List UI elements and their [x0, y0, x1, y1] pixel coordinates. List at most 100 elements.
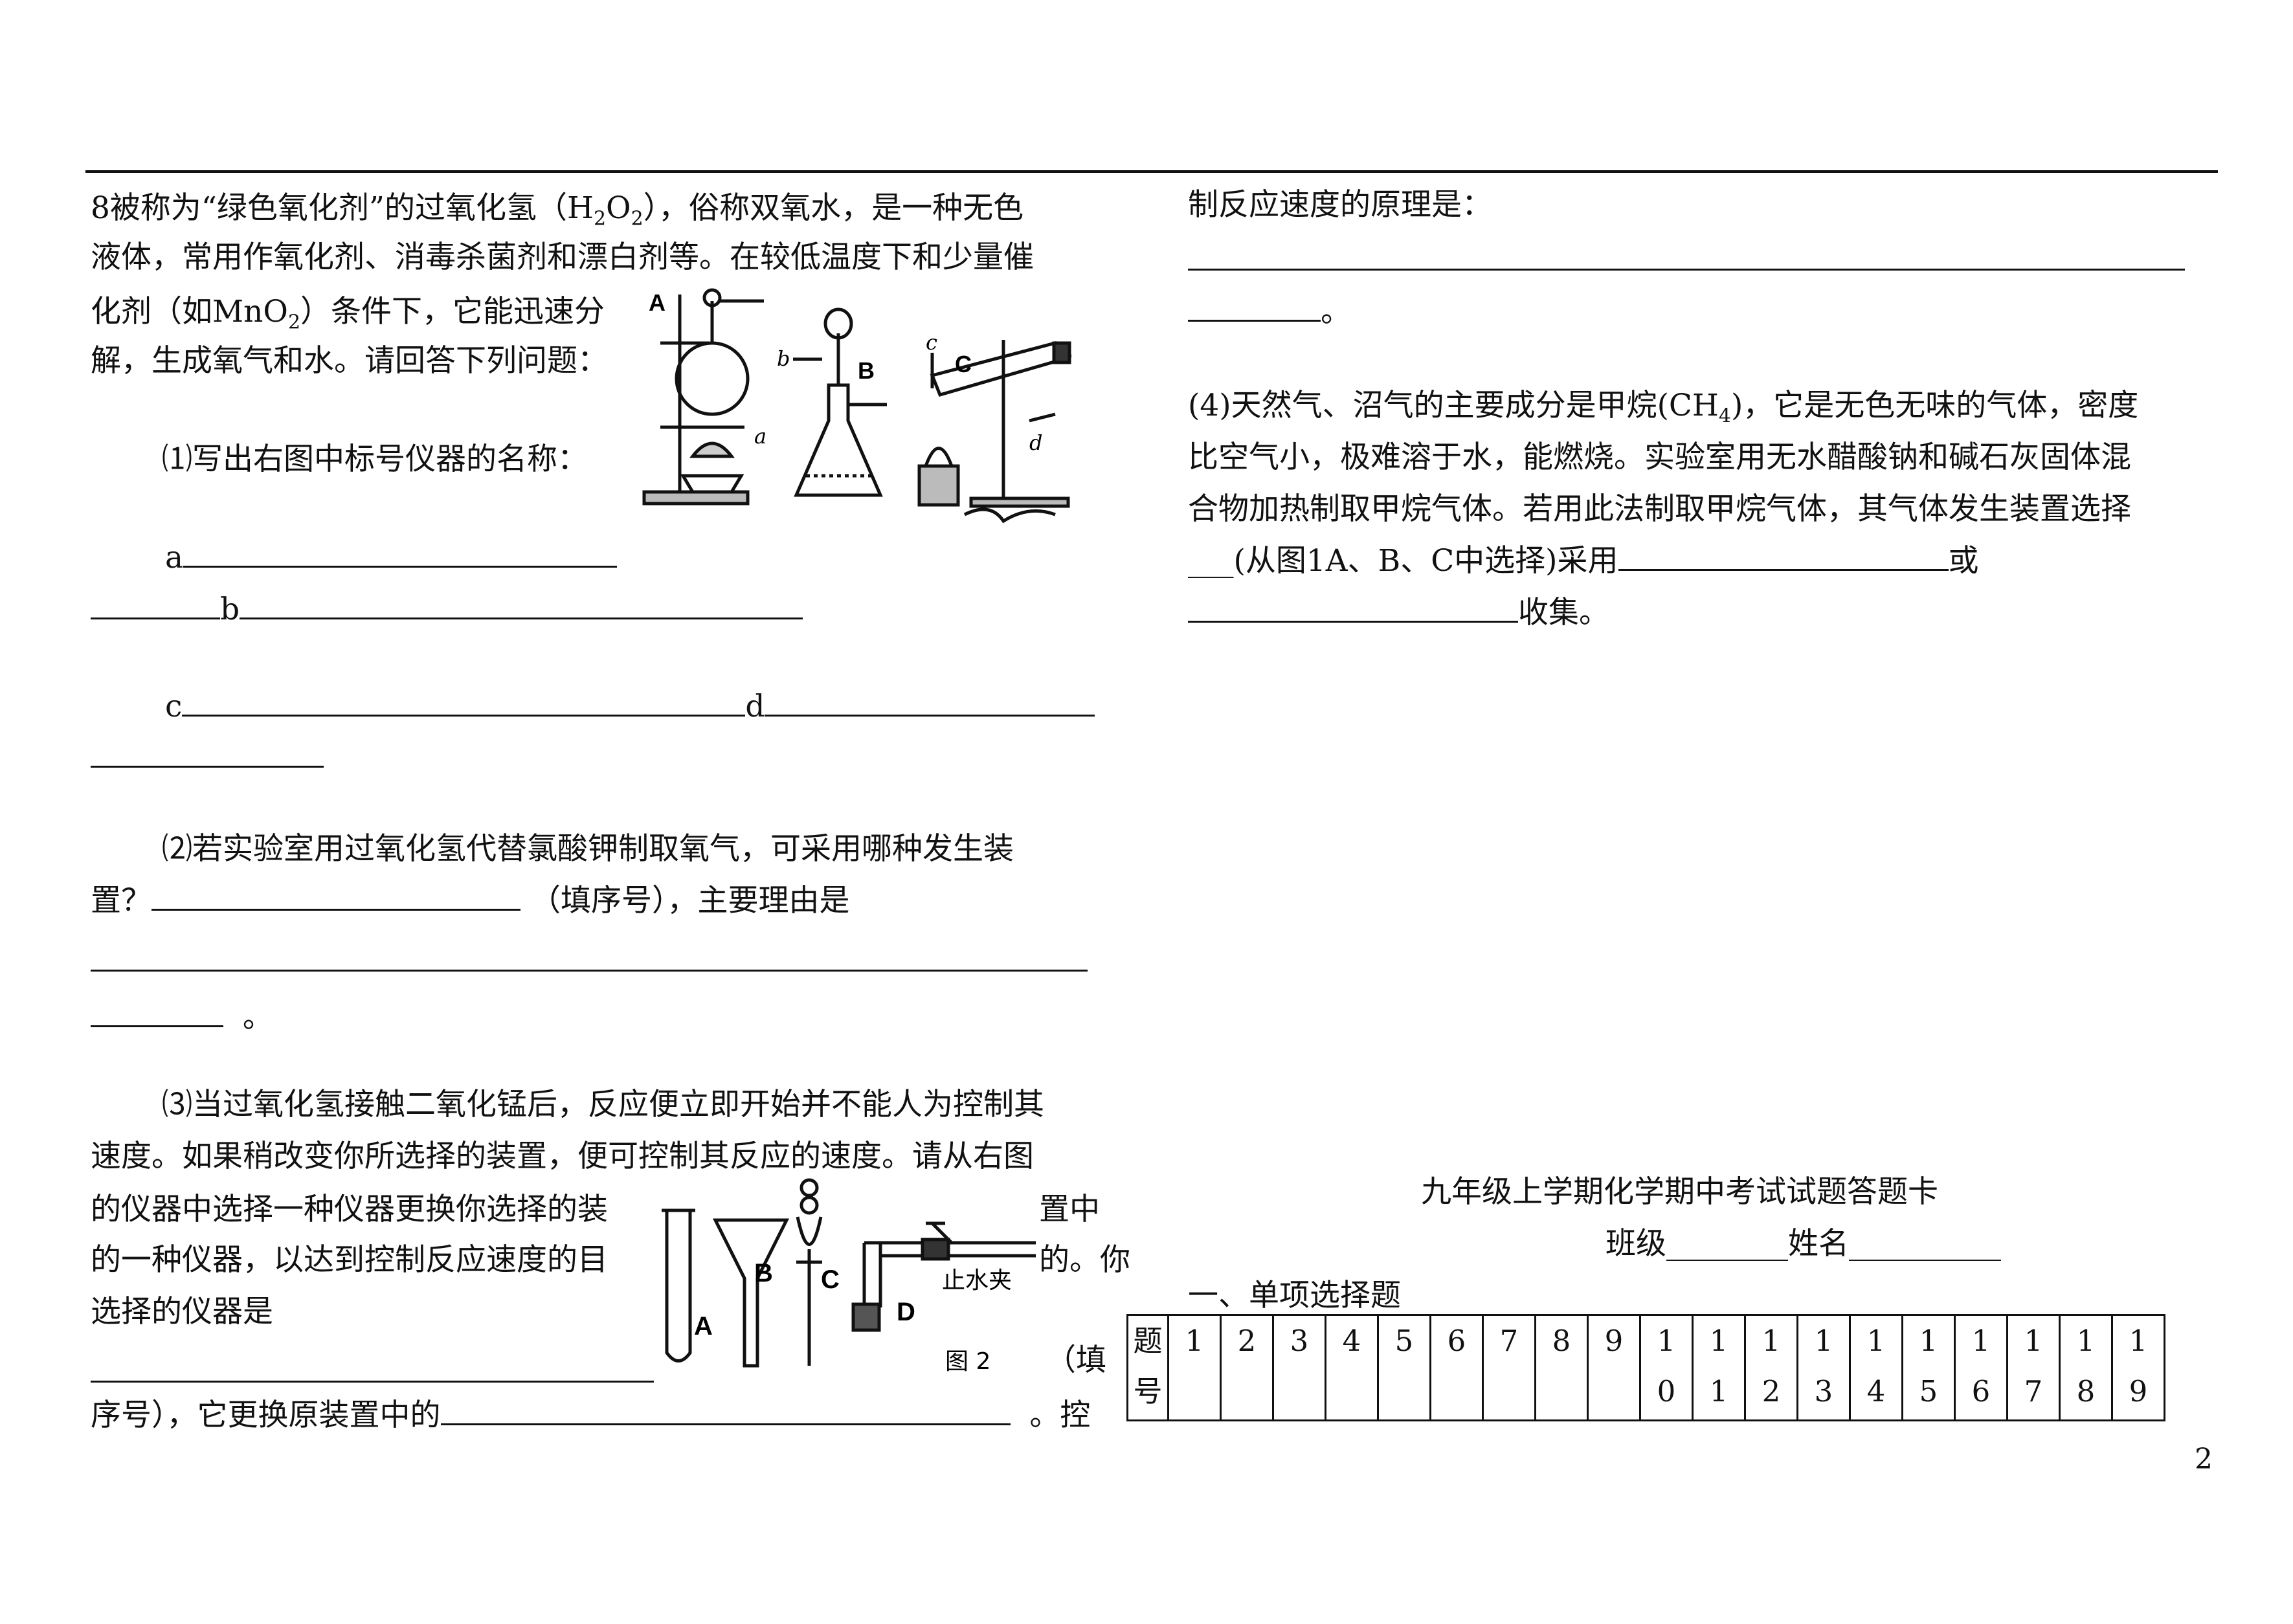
- section-heading: 一、单项选择题: [1188, 1278, 1401, 1313]
- answer-cell-1[interactable]: 1: [1167, 1314, 1222, 1421]
- answer-cell-digit-1: 6: [1447, 1324, 1466, 1358]
- header-rule: [85, 170, 2218, 173]
- answer-cell-9[interactable]: 9: [1587, 1314, 1641, 1421]
- question-2-line-1: ⑵若实验室用过氧化氢代替氯酸钾制取氧气，可采用哪种发生装: [162, 831, 1014, 867]
- answer-cell-digit-1: 1: [2024, 1324, 2043, 1358]
- answer-cell-digit-1: 1: [1866, 1324, 1886, 1358]
- answer-cell-digit-1: 2: [1237, 1324, 1257, 1358]
- answer-cell-digit-1: 3: [1290, 1324, 1309, 1358]
- fig1-label-B: B: [858, 357, 875, 384]
- answer-cell-digit-2: 6: [1971, 1374, 1991, 1408]
- answer-cell-digit-2: 1: [1709, 1374, 1728, 1408]
- question-4-line-1: (4)天然气、沼气的主要成分是甲烷(CH4)，它是无色无味的气体，密度: [1188, 388, 2139, 428]
- answer-blank-b[interactable]: [240, 585, 803, 619]
- fig1-label-a: a: [754, 424, 766, 449]
- question-3-line-7: 序号），它更换原装置中的 。控: [91, 1388, 1090, 1443]
- answer-cell-digit-1: 9: [1604, 1324, 1624, 1358]
- answer-cell-digit-1: 8: [1552, 1324, 1571, 1358]
- class-name-line: 班级________姓名__________: [1605, 1226, 2001, 1262]
- answer-blank-q3-principle-cont[interactable]: [1188, 287, 1321, 322]
- fig1-label-A: A: [649, 289, 666, 316]
- fig2-caption: 图 2: [945, 1348, 990, 1375]
- answer-cell-digit-1: 1: [1971, 1324, 1991, 1358]
- fig1-label-c: c: [926, 330, 937, 355]
- answer-cell-digit-1: 1: [1762, 1324, 1781, 1358]
- answer-blank-d[interactable]: [765, 682, 1095, 717]
- answer-cell-digit-2: 0: [1657, 1374, 1676, 1408]
- intro-line-2: 液体，常用作氧化剂、消毒杀菌剂和漂白剂等。在较低温度下和少量催: [91, 239, 1034, 275]
- answer-cell-5[interactable]: 5: [1377, 1314, 1431, 1421]
- answer-blank-q2-device[interactable]: [151, 876, 520, 911]
- answer-blank-a[interactable]: [183, 533, 618, 568]
- answer-blank-q3-instrument[interactable]: [91, 1381, 654, 1383]
- answer-cell-2[interactable]: 2: [1220, 1314, 1274, 1421]
- question-3-line-3a: 的仪器中选择一种仪器更换你选择的装: [91, 1192, 608, 1227]
- answer-cell-7[interactable]: 7: [1482, 1314, 1536, 1421]
- intro-line-3: 化剂（如MnO2）条件下，它能迅速分: [91, 294, 605, 334]
- answer-cell-digit-2: 5: [1919, 1374, 1938, 1408]
- answer-cell-3[interactable]: 3: [1272, 1314, 1326, 1421]
- answer-cell-digit-1: 1: [1709, 1324, 1728, 1358]
- answer-cell-digit-1: 1: [1185, 1324, 1204, 1358]
- answer-cell-4[interactable]: 4: [1325, 1314, 1379, 1421]
- q3-continuation-end: 。: [1188, 285, 1351, 339]
- question-3-line-4b: 的。你: [1039, 1242, 1130, 1278]
- answer-cell-digit-1: 1: [1657, 1324, 1676, 1358]
- intro-line-4: 解，生成氧气和水。请回答下列问题：: [91, 343, 608, 379]
- answer-blank-q3-principle[interactable]: [1188, 269, 2185, 271]
- answer-cell-digit-1: 1: [2076, 1324, 2096, 1358]
- answer-cell-digit-1: 1: [2129, 1324, 2148, 1358]
- answer-blank-d-cont[interactable]: [91, 766, 324, 768]
- question-2-line-end: 。: [91, 990, 273, 1045]
- answer-cell-digit-2: 4: [1866, 1374, 1886, 1408]
- question-4-line-5: 收集。: [1188, 586, 1609, 640]
- answer-cell-digit-2: 7: [2024, 1374, 2043, 1408]
- question-3-line-5: 选择的仪器是: [91, 1294, 273, 1329]
- fig1-label-b: b: [777, 346, 790, 371]
- question-3-line-2: 速度。如果稍改变你所选择的装置，便可控制其反应的速度。请从右图: [91, 1139, 1034, 1174]
- answer-cell-digit-2: 9: [2129, 1374, 2148, 1408]
- answer-blank-q4-method-2[interactable]: [1188, 588, 1518, 623]
- q3-continuation: 制反应速度的原理是：: [1188, 187, 1492, 223]
- intro-line-1: 8被称为“绿色氧化剂”的过氧化氢（H2O2），俗称双氧水，是一种无色: [91, 190, 1024, 230]
- question-4-line-3: 合物加热制取甲烷气体。若用此法制取甲烷气体，其气体发生装置选择: [1188, 491, 2131, 527]
- question-4-line-4: ___(从图1A、B、C中选择)采用或: [1188, 534, 1979, 588]
- answer-blank-q2-reason-cont[interactable]: [91, 993, 223, 1027]
- answer-blank-q2-reason[interactable]: [91, 970, 1088, 972]
- apparatus-figure-1: A B C a b c d: [642, 288, 1071, 524]
- answer-cell-8[interactable]: 8: [1534, 1314, 1589, 1421]
- question-3-line-4a: 的一种仪器，以达到控制反应速度的目: [91, 1242, 608, 1278]
- blank-a-line: a: [165, 531, 618, 585]
- fig2-label-B: B: [754, 1259, 773, 1287]
- answer-blank-a-cont[interactable]: [91, 585, 220, 619]
- answer-blank-q3-replaced[interactable]: [440, 1391, 1011, 1425]
- fig2-label-A: A: [694, 1312, 713, 1340]
- page-number: 2: [2195, 1443, 2213, 1476]
- answer-blank-c[interactable]: [182, 682, 746, 717]
- question-3-line-6: （填: [1046, 1342, 1106, 1378]
- answer-grid-header-cell: 题号: [1126, 1314, 1169, 1421]
- fig2-label-C: C: [821, 1265, 840, 1294]
- answer-cell-digit-1: 4: [1342, 1324, 1361, 1358]
- answer-cell-digit-2: 8: [2076, 1374, 2096, 1408]
- fig1-label-C: C: [955, 351, 972, 377]
- answer-cell-6[interactable]: 6: [1429, 1314, 1484, 1421]
- answer-cell-digit-1: 7: [1499, 1324, 1519, 1358]
- answer-blank-q4-method-1[interactable]: [1618, 537, 1949, 571]
- question-4-line-2: 比空气小，极难溶于水，能燃烧。实验室用无水醋酸钠和碱石灰固体混: [1188, 439, 2131, 475]
- answer-cell-digit-2: 3: [1814, 1374, 1833, 1408]
- question-3-line-3b: 置中: [1039, 1192, 1100, 1227]
- fig1-label-d: d: [1029, 430, 1042, 455]
